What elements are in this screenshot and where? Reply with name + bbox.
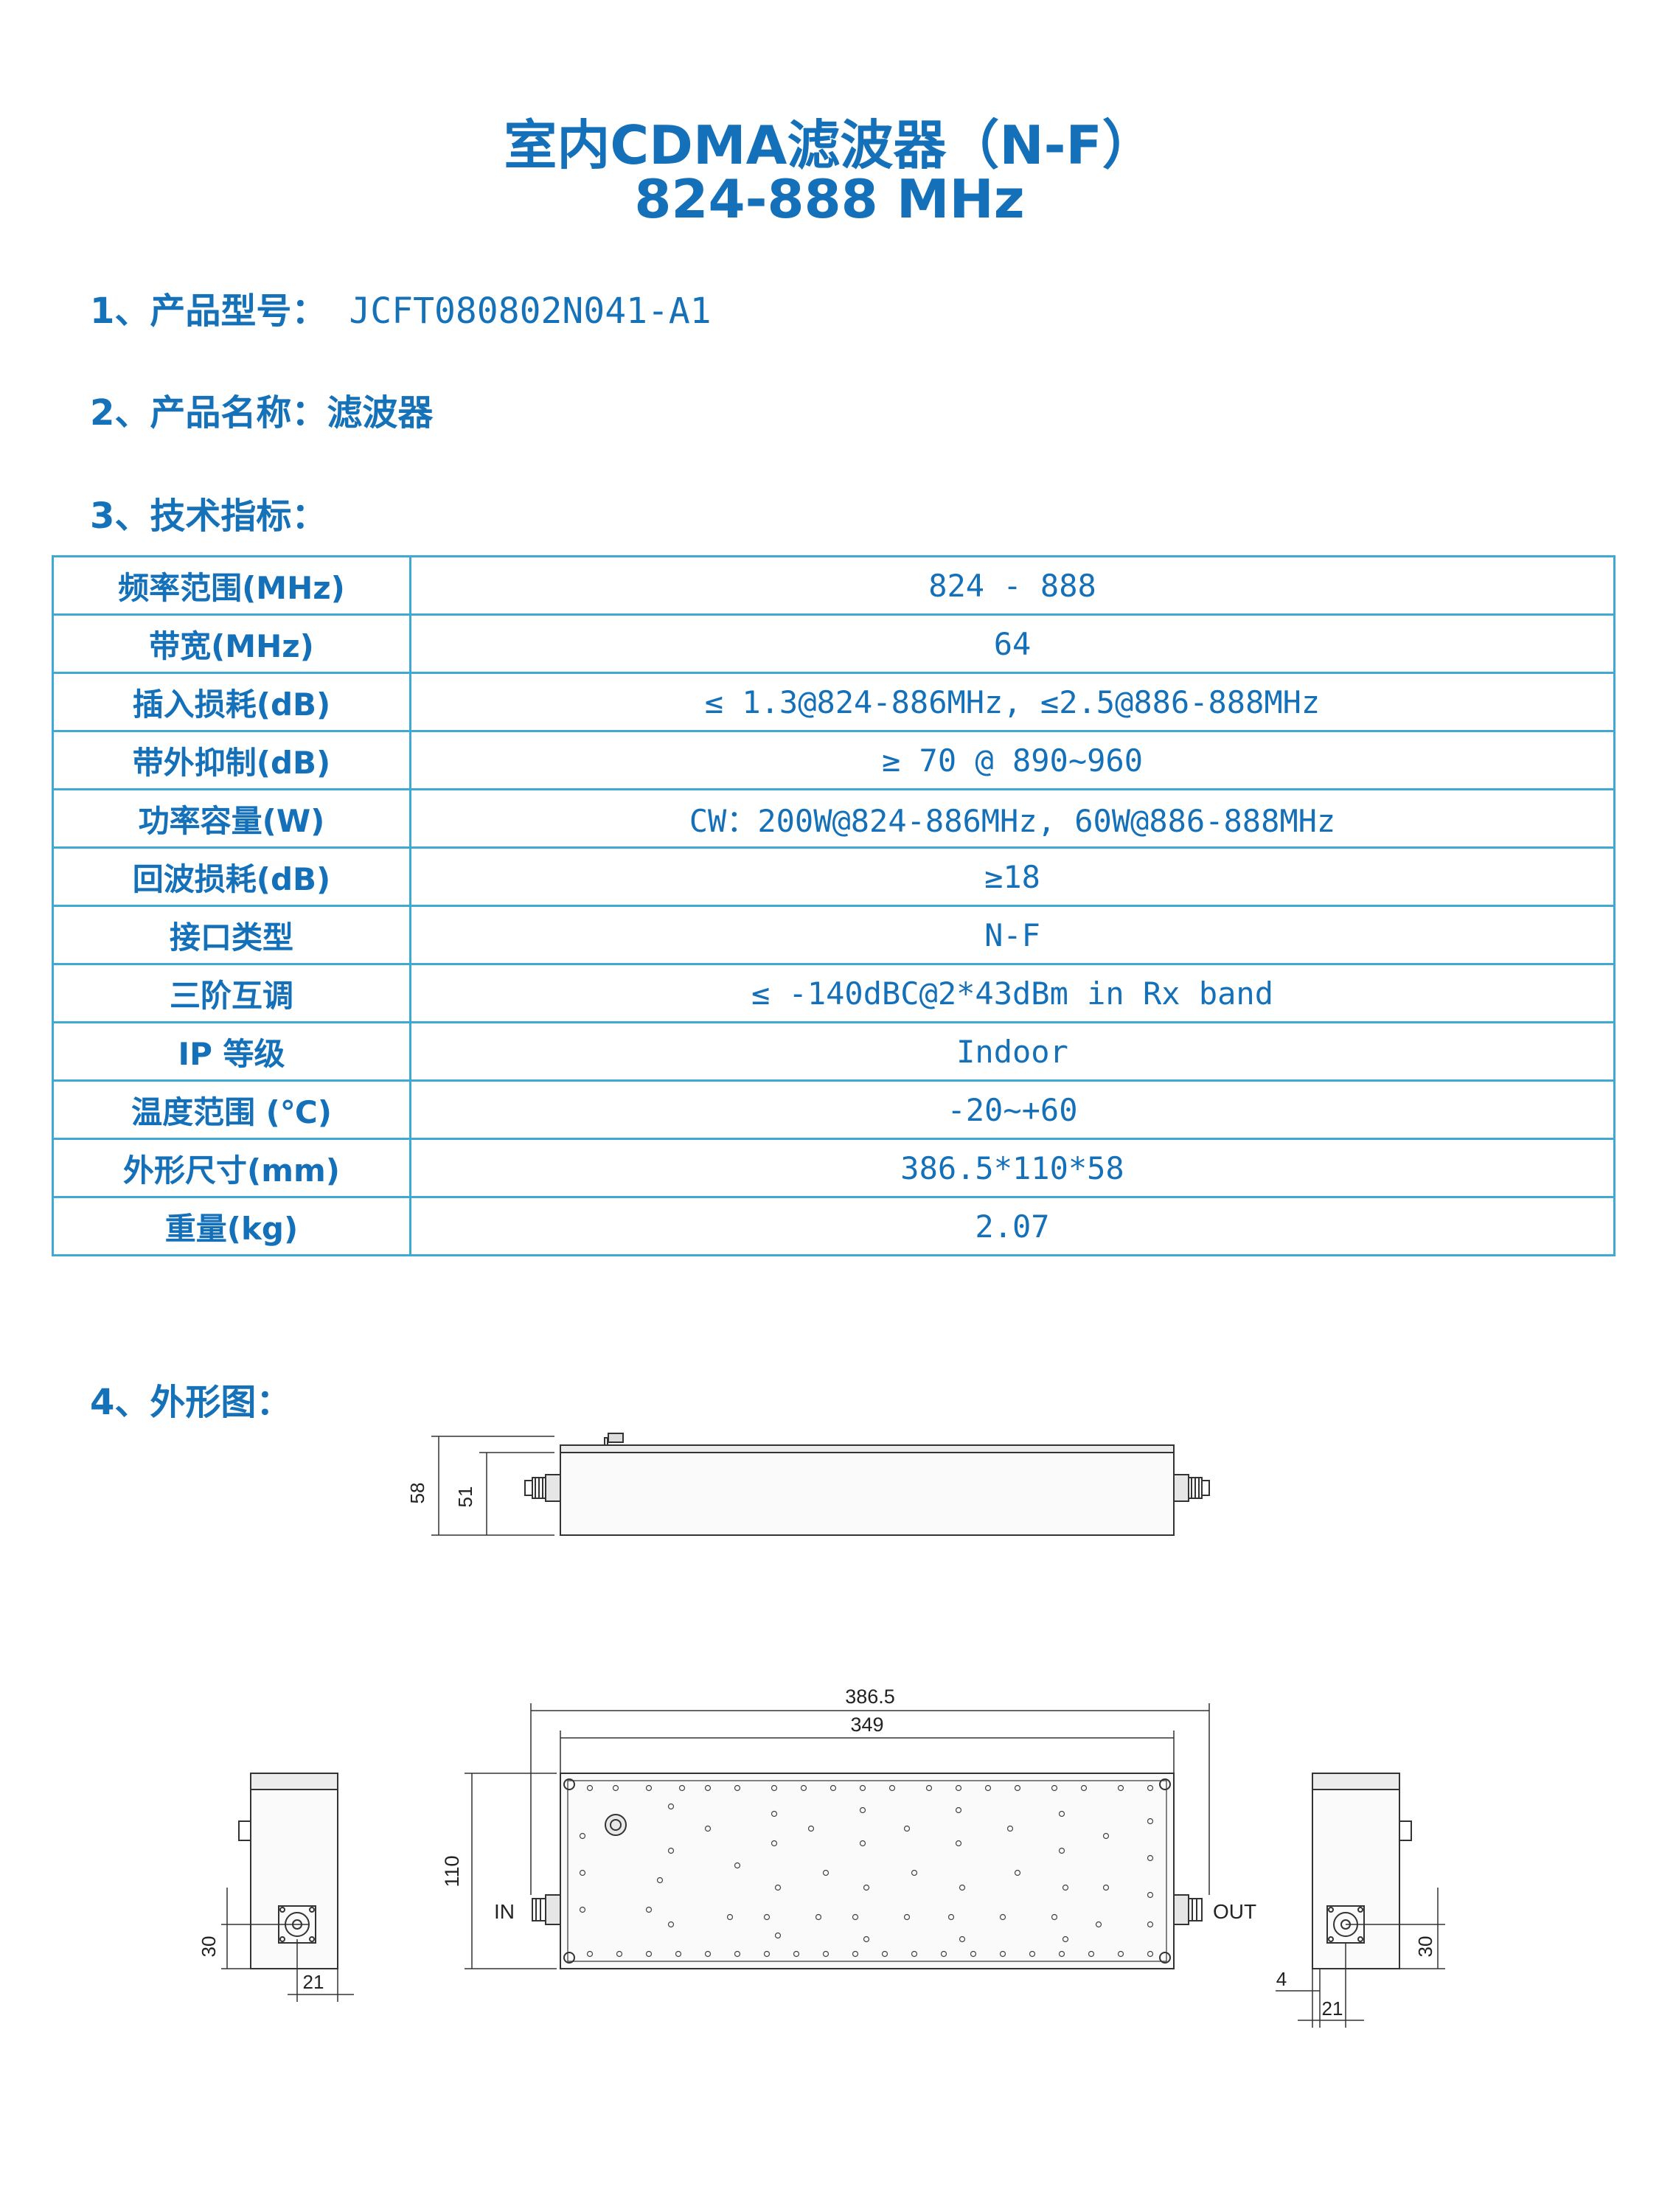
spec-value: 2.07: [409, 1196, 1615, 1256]
spec-value: ≥18: [409, 846, 1615, 907]
top-view: [465, 1703, 1210, 1969]
spec-key: 三阶互调: [52, 963, 411, 1023]
dim-386-5: 386.5: [845, 1686, 895, 1708]
table-row: 重量(kg)2.07: [52, 1196, 1615, 1256]
model-label: 1、产品型号：: [90, 291, 327, 332]
table-row: 功率容量(W)CW：200W@824-886MHz, 60W@886-888MH…: [52, 788, 1615, 849]
spec-key: 温度范围 (℃): [52, 1079, 411, 1140]
table-row: 带宽(MHz)64: [52, 613, 1615, 674]
table-row: 带外抑制(dB)≥ 70 @ 890~960: [52, 730, 1615, 790]
spec-value: 824 - 888: [409, 555, 1615, 616]
spec-key: 功率容量(W): [52, 788, 411, 849]
name-row: 2、产品名称：滤波器: [90, 392, 434, 434]
spec-key: 带宽(MHz): [52, 613, 411, 674]
dim-51: 51: [454, 1486, 476, 1508]
title-line-1: 室内CDMA滤波器（N-F）: [504, 114, 1155, 176]
label-out: OUT: [1213, 1900, 1256, 1923]
spec-value: ≥ 70 @ 890~960: [409, 730, 1615, 790]
left-end-view: [221, 1773, 354, 2002]
right-end-view: [1276, 1773, 1445, 2028]
spec-key: 回波损耗(dB): [52, 846, 411, 907]
label-in: IN: [494, 1900, 515, 1923]
table-row: 三阶互调≤ -140dBC@2*43dBm in Rx band: [52, 963, 1615, 1023]
dim-30-right: 30: [1414, 1936, 1436, 1958]
table-row: 回波损耗(dB)≥18: [52, 846, 1615, 907]
table-row: 频率范围(MHz)824 - 888: [52, 555, 1615, 616]
dim-58: 58: [406, 1483, 428, 1504]
spec-value: CW：200W@824-886MHz, 60W@886-888MHz: [409, 788, 1615, 849]
spec-key: 插入损耗(dB): [52, 672, 411, 732]
spec-value: 64: [409, 613, 1615, 674]
spec-value: N-F: [409, 905, 1615, 965]
dim-110: 110: [441, 1855, 463, 1887]
dim-4: 4: [1276, 1968, 1287, 1990]
table-row: 外形尺寸(mm)386.5*110*58: [52, 1138, 1615, 1198]
spec-key: IP 等级: [52, 1021, 411, 1082]
dim-21-right: 21: [1322, 1997, 1343, 2020]
drawing-heading: 4、外形图：: [90, 1382, 292, 1423]
spec-value: ≤ 1.3@824-886MHz, ≤2.5@886-888MHz: [409, 672, 1615, 732]
dim-349: 349: [850, 1714, 883, 1736]
model-row: 1、产品型号： JCFT080802N041-A1: [90, 282, 712, 333]
spec-key: 重量(kg): [52, 1196, 411, 1256]
table-row: 温度范围 (℃)-20~+60: [52, 1079, 1615, 1140]
dim-21-left: 21: [303, 1971, 324, 1993]
spec-value: 386.5*110*58: [409, 1138, 1615, 1198]
tuning-holes: [579, 1784, 1154, 1958]
spec-key: 频率范围(MHz): [52, 555, 411, 616]
spec-value: Indoor: [409, 1021, 1615, 1082]
title-line-2: 824-888 MHz: [634, 168, 1025, 230]
specs-heading: 3、技术指标：: [90, 495, 327, 537]
model-value: JCFT080802N041-A1: [349, 291, 712, 332]
spec-table: 频率范围(MHz)824 - 888 带宽(MHz)64 插入损耗(dB)≤ 1…: [52, 555, 1615, 1256]
dim-30-left: 30: [198, 1936, 220, 1958]
spec-key: 带外抑制(dB): [52, 730, 411, 790]
side-view: [431, 1433, 1210, 1536]
spec-key: 外形尺寸(mm): [52, 1138, 411, 1198]
spec-key: 接口类型: [52, 905, 411, 965]
spec-value: -20~+60: [409, 1079, 1615, 1140]
spec-value: ≤ -140dBC@2*43dBm in Rx band: [409, 963, 1615, 1023]
table-row: 插入损耗(dB)≤ 1.3@824-886MHz, ≤2.5@886-888MH…: [52, 672, 1615, 732]
